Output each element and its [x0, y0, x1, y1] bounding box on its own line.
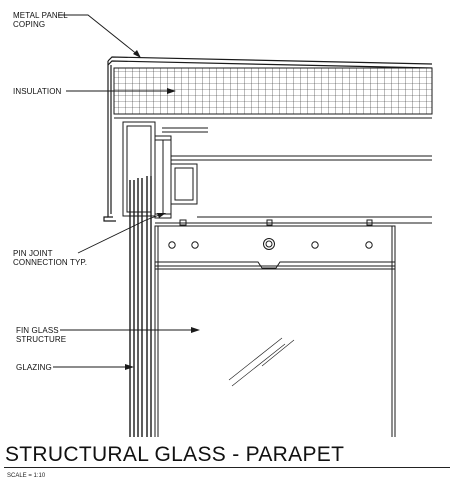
glazing-mullion	[129, 176, 152, 437]
fin-glass-arrowhead	[191, 327, 200, 333]
coping-label-line1: METAL PANEL	[13, 11, 68, 20]
fin-glass-label-line1: FIN GLASS	[16, 326, 59, 335]
parapet-framing	[122, 121, 156, 217]
steel-bracket	[154, 127, 208, 219]
insulation-label: INSULATION	[13, 87, 62, 96]
coping-label-line2: COPING	[13, 20, 46, 29]
insulation-block	[113, 67, 433, 119]
glazing-label: GLAZING	[16, 363, 52, 372]
pin-joint-label-line1: PIN JOINT	[13, 249, 53, 258]
pin-joint-arrowhead	[157, 213, 166, 218]
coping-arrowhead	[133, 50, 141, 58]
pin-joint-label: PIN JOINT CONNECTION TYP.	[13, 249, 87, 267]
pin-joint-leader	[77, 213, 163, 254]
leader-lines	[53, 14, 196, 368]
fin-glass-label-line2: STRUCTURE	[16, 335, 67, 344]
coping-leader	[58, 14, 139, 56]
glazing-arrowhead	[125, 364, 134, 370]
insulation-arrowhead	[167, 88, 176, 94]
roof-structure-lines	[155, 155, 432, 224]
pin-joint-plate	[154, 219, 396, 269]
coping-label: METAL PANEL COPING	[13, 11, 68, 29]
drawing-title: STRUCTURAL GLASS - PARAPET	[5, 443, 345, 466]
leader-arrowheads	[125, 50, 200, 370]
fin-glass-label: FIN GLASS STRUCTURE	[16, 326, 66, 344]
title-underline	[4, 467, 450, 468]
pin-joint-label-line2: CONNECTION TYP.	[13, 258, 88, 267]
metal-panel-coping	[103, 56, 433, 222]
scale-note: SCALE = 1:10	[7, 473, 46, 479]
